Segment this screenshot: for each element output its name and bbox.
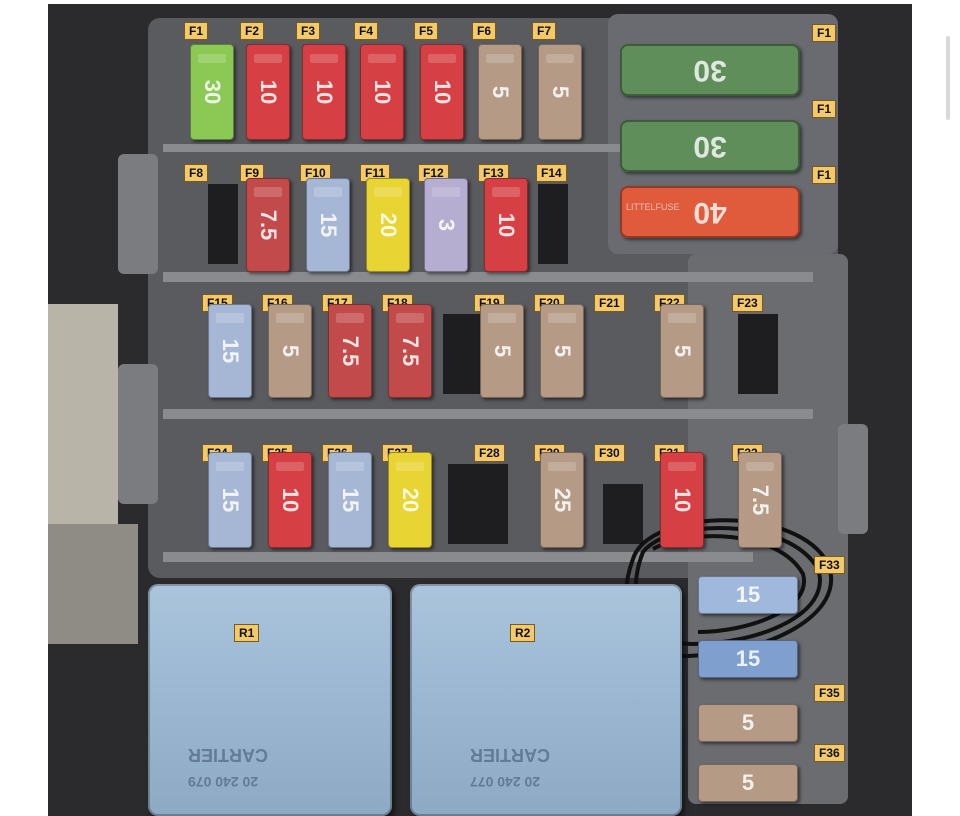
row4-label-f30: F30	[594, 444, 625, 462]
fuse-amp-f19: 5	[490, 344, 515, 358]
bracket	[48, 304, 118, 524]
fuse-amp-f22: 5	[670, 344, 695, 358]
row4-label-f28: F28	[474, 444, 505, 462]
scrollbar[interactable]	[946, 36, 950, 120]
row4-fuse-f24: 15	[208, 452, 252, 548]
row1-fuse-f1: 30	[190, 44, 234, 140]
side-fuse-amp-f35: 5	[741, 710, 755, 735]
maxi-fuse-amp-3: 40	[693, 196, 727, 229]
fuse-amp-f32: 7.5	[748, 484, 773, 516]
maxi-fuse-amp-1: 30	[693, 54, 727, 87]
relay-r2: 20 240 077 CARTIER	[410, 584, 682, 816]
row3-fuse-f18: 7.5	[388, 304, 432, 398]
fuse-amp-f11: 20	[376, 212, 401, 238]
row1-label-f4: F4	[354, 22, 379, 40]
side-fuse-f34: 15	[698, 640, 798, 678]
side-fuse-label-f33: F33	[814, 556, 845, 574]
fuse-amp-f5: 10	[430, 79, 455, 105]
maxi-fuse-label-3: F1	[812, 166, 837, 184]
maxi-fuse-amp-2: 30	[693, 130, 727, 163]
fuse-amp-f13: 10	[494, 212, 519, 238]
row3-fuse-f19: 5	[480, 304, 524, 398]
row1-label-f2: F2	[240, 22, 265, 40]
row2-fuse-f12: 3	[424, 178, 468, 272]
row3-fuse-f17: 7.5	[328, 304, 372, 398]
fuse-amp-f1: 30	[200, 79, 225, 105]
row2-fuse-f10: 15	[306, 178, 350, 272]
row4-fuse-f29: 25	[540, 452, 584, 548]
fuse-amp-f25: 10	[278, 487, 303, 513]
row3-fuse-f15: 15	[208, 304, 252, 398]
row2-label-f14: F14	[536, 164, 567, 182]
row4-fuse-f26: 15	[328, 452, 372, 548]
row1-fuse-f6: 5	[478, 44, 522, 140]
side-fuse-f36: 5	[698, 764, 798, 802]
fuse-amp-f15: 15	[218, 338, 243, 364]
row4-fuse-f27: 20	[388, 452, 432, 548]
row1-label-f3: F3	[296, 22, 321, 40]
fuse-amp-f6: 5	[488, 85, 513, 99]
maxi-fuse-2: 30	[620, 120, 800, 172]
side-fuse-amp-f33: 15	[735, 582, 761, 607]
row3-label-f21: F21	[594, 294, 625, 312]
fuse-amp-f9: 7.5	[256, 209, 281, 241]
fuse-amp-f10: 15	[316, 212, 341, 238]
fuse-amp-f17: 7.5	[338, 335, 363, 367]
row1-fuse-f5: 10	[420, 44, 464, 140]
row2-label-f8: F8	[184, 164, 209, 182]
row1-label-f5: F5	[414, 22, 439, 40]
maxi-fuse-label-1: F1	[812, 24, 837, 42]
fuse-amp-f16: 5	[278, 344, 303, 358]
row3-fuse-f16: 5	[268, 304, 312, 398]
row3-fuse-f20: 5	[540, 304, 584, 398]
row2-label-f11: F11	[360, 164, 391, 182]
fuse-amp-f24: 15	[218, 487, 243, 513]
row1-fuse-f7: 5	[538, 44, 582, 140]
row2-label-f13: F13	[478, 164, 509, 182]
side-fuse-f35: 5	[698, 704, 798, 742]
fuse-amp-f12: 3	[434, 218, 459, 232]
row1-fuse-f2: 10	[246, 44, 290, 140]
maxi-fuse-label-2: F1	[812, 100, 837, 118]
maxi-fuse-1: 30	[620, 44, 800, 96]
side-fuse-label-f36: F36	[814, 744, 845, 762]
maxi-fuse-3: 40 LITTELFUSE	[620, 186, 800, 238]
relay-r1: 20 240 079 CARTIER	[148, 584, 392, 816]
fuse-amp-f3: 10	[312, 79, 337, 105]
fuse-amp-f20: 5	[550, 344, 575, 358]
relay-label-r2: R2	[510, 624, 536, 642]
fuse-amp-f29: 25	[550, 487, 575, 513]
fuse-amp-f27: 20	[398, 487, 423, 513]
row2-fuse-f13: 10	[484, 178, 528, 272]
row1-fuse-f3: 10	[302, 44, 346, 140]
fuse-amp-f26: 15	[338, 487, 363, 513]
side-fuse-amp-f34: 15	[735, 646, 761, 671]
row1-fuse-f4: 10	[360, 44, 404, 140]
row2-fuse-f11: 20	[366, 178, 410, 272]
row1-label-f1: F1	[184, 22, 209, 40]
fuse-amp-f31: 10	[670, 487, 695, 513]
fuse-amp-f2: 10	[256, 79, 281, 105]
maxi-fuse-maker-3: LITTELFUSE	[626, 202, 680, 212]
fuse-amp-f18: 7.5	[398, 335, 423, 367]
row2-label-f9: F9	[240, 164, 265, 182]
side-fuse-amp-f36: 5	[741, 770, 755, 795]
row4-fuse-f32: 7.5	[738, 452, 782, 548]
fuse-amp-f4: 10	[370, 79, 395, 105]
row3-label-f23: F23	[732, 294, 763, 312]
fuse-amp-f7: 5	[548, 85, 573, 99]
row3-fuse-f22: 5	[660, 304, 704, 398]
relay-label-r1: R1	[234, 624, 260, 642]
row4-fuse-f31: 10	[660, 452, 704, 548]
row4-fuse-f25: 10	[268, 452, 312, 548]
row1-label-f6: F6	[472, 22, 497, 40]
side-fuse-f33: 15	[698, 576, 798, 614]
row1-label-f7: F7	[532, 22, 557, 40]
side-fuse-label-f35: F35	[814, 684, 845, 702]
row2-fuse-f9: 7.5	[246, 178, 290, 272]
